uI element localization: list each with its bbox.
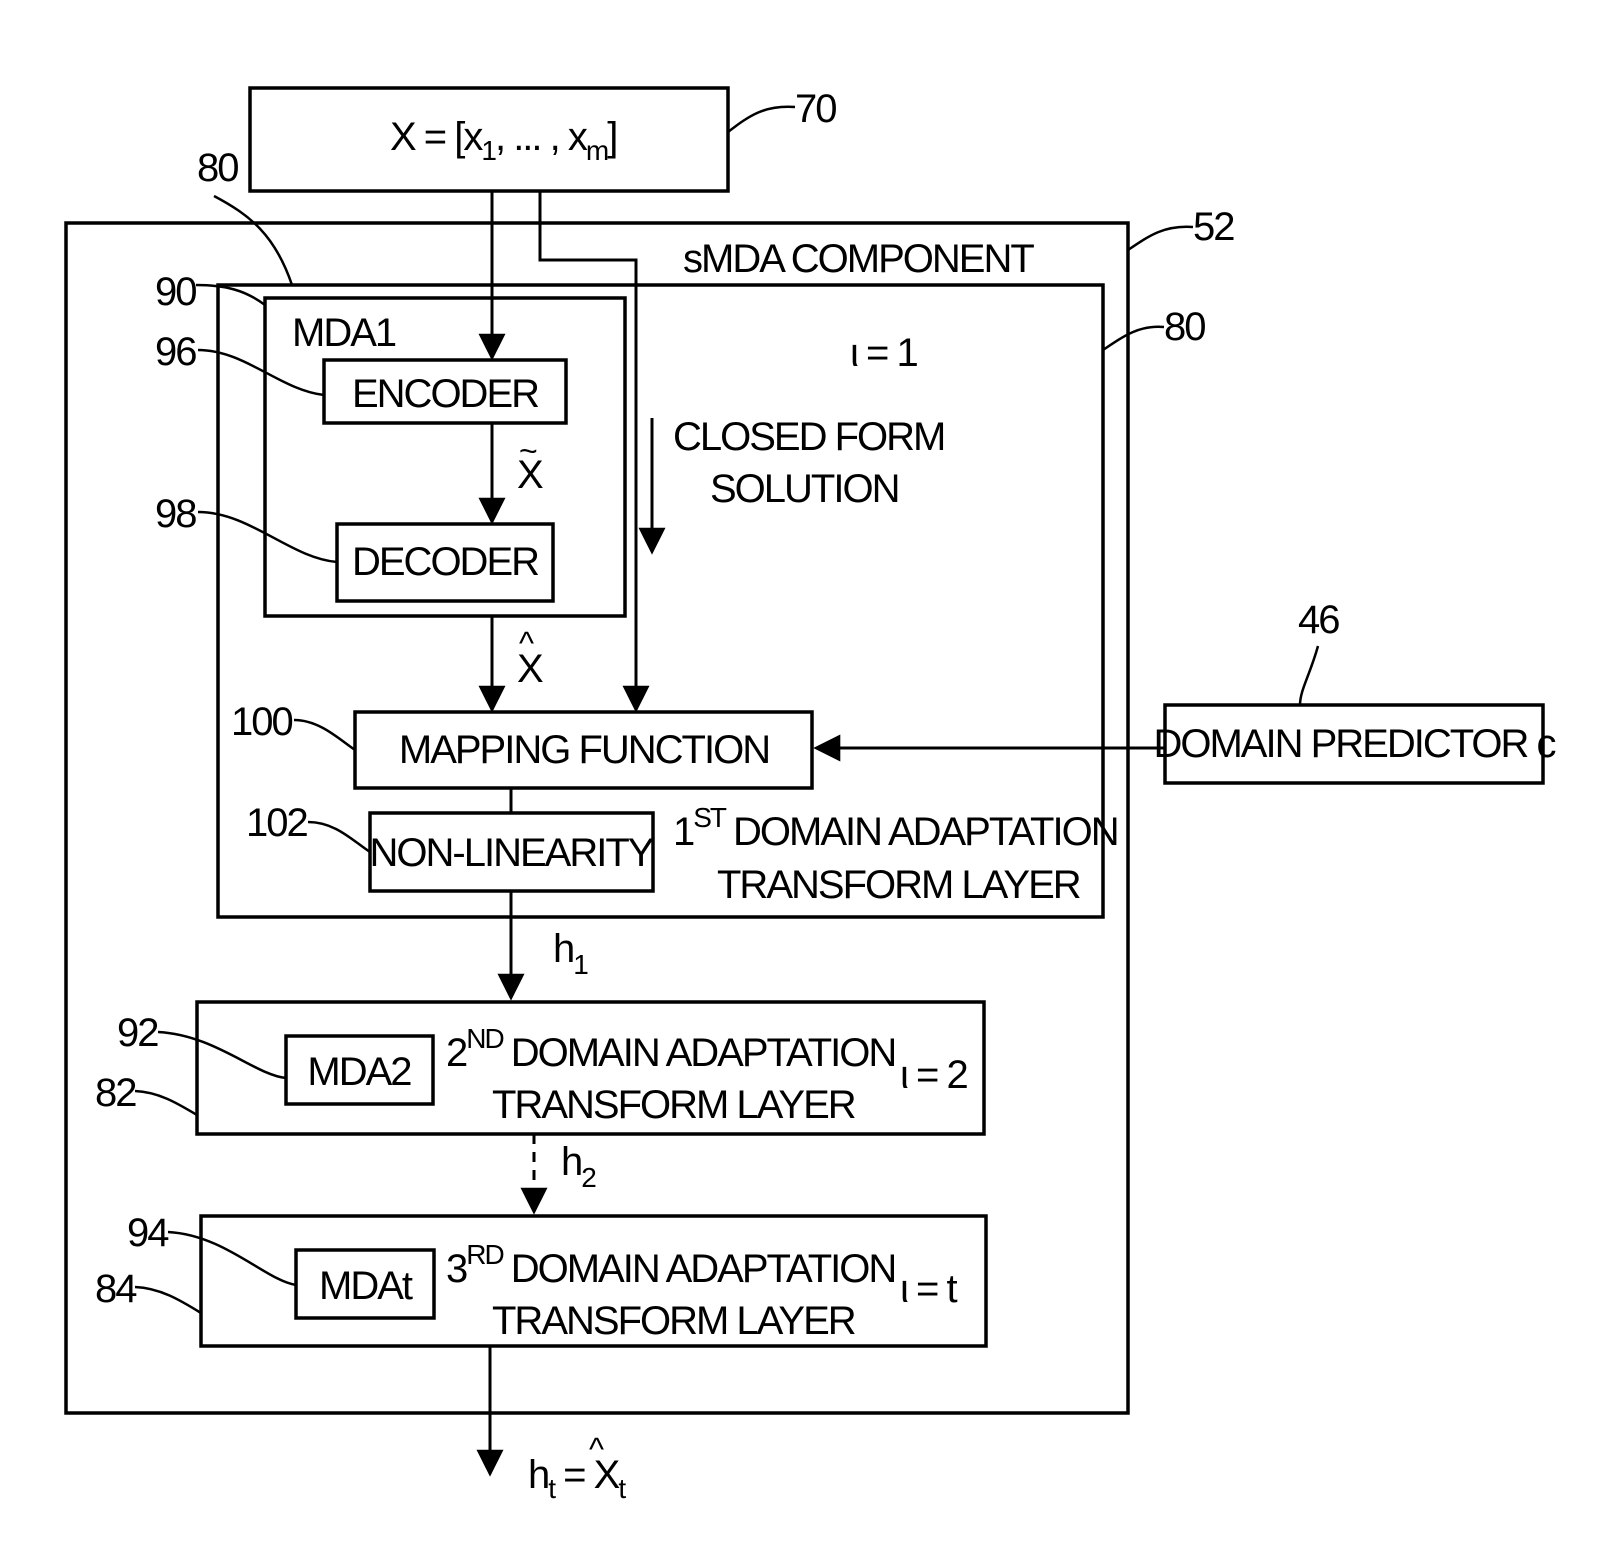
mda1-label: MDA1 [292, 311, 396, 355]
layer1-title-line1: 1STDOMAIN ADAPTATION [673, 802, 1118, 854]
iota-t: ι = t [900, 1267, 957, 1311]
leader-90 [196, 285, 265, 305]
ref-46: 46 [1298, 598, 1339, 642]
closed-form-line2: SOLUTION [710, 467, 898, 511]
leader-80-left [214, 196, 292, 285]
ref-84: 84 [95, 1267, 137, 1311]
layer2-title-line2: TRANSFORM LAYER [492, 1083, 856, 1127]
input-label: X = [x1, ... , xm] [390, 115, 616, 166]
ref-96: 96 [155, 330, 196, 374]
ref-70: 70 [795, 87, 836, 131]
ref-82: 82 [95, 1071, 136, 1115]
output-label: ht = Xt [528, 1453, 626, 1504]
ref-98: 98 [155, 492, 196, 536]
ref-94: 94 [127, 1211, 169, 1255]
mdat-label: MDAt [319, 1264, 413, 1308]
layer1-title-line2: TRANSFORM LAYER [717, 863, 1081, 907]
leader-70 [728, 107, 795, 132]
mda2-label: MDA2 [307, 1050, 411, 1094]
layer2-title-line1: 2NDDOMAIN ADAPTATION [446, 1023, 895, 1075]
layer3-title-line2: TRANSFORM LAYER [492, 1299, 856, 1343]
ref-102: 102 [246, 801, 307, 845]
smda-title: sMDA COMPONENT [683, 237, 1034, 281]
leader-82 [135, 1091, 197, 1115]
ref-52: 52 [1193, 205, 1234, 249]
leader-102 [308, 822, 370, 852]
decoder-label: DECODER [352, 540, 539, 584]
domain-predictor-label: DOMAIN PREDICTOR c [1153, 722, 1555, 766]
leader-46 [1300, 646, 1318, 705]
leader-94 [168, 1232, 296, 1285]
h1-label: h1 [553, 927, 588, 980]
encoder-label: ENCODER [352, 372, 539, 416]
iota-1: ι = 1 [850, 331, 917, 375]
tilde-mark: ~ [519, 433, 538, 469]
leader-80-right [1103, 327, 1164, 350]
mapping-function-label: MAPPING FUNCTION [399, 728, 769, 772]
closed-form-line1: CLOSED FORM [673, 415, 944, 459]
arrow-input-to-mapping [540, 191, 636, 710]
iota-2: ι = 2 [900, 1053, 967, 1097]
leader-100 [294, 720, 355, 750]
nonlinearity-label: NON-LINEARITY [370, 831, 654, 875]
ref-100: 100 [231, 700, 292, 744]
h2-label: h2 [561, 1140, 596, 1193]
leader-92 [158, 1032, 286, 1078]
hat-mark: ^ [519, 625, 534, 661]
ref-80-right: 80 [1164, 305, 1205, 349]
ref-90: 90 [155, 270, 196, 314]
layer3-title-line1: 3RDDOMAIN ADAPTATION [446, 1239, 895, 1291]
ref-80-left: 80 [197, 146, 238, 190]
ref-92: 92 [117, 1011, 158, 1055]
output-hat-mark: ^ [589, 1431, 604, 1467]
leader-52 [1128, 227, 1193, 250]
leader-84 [135, 1287, 201, 1313]
